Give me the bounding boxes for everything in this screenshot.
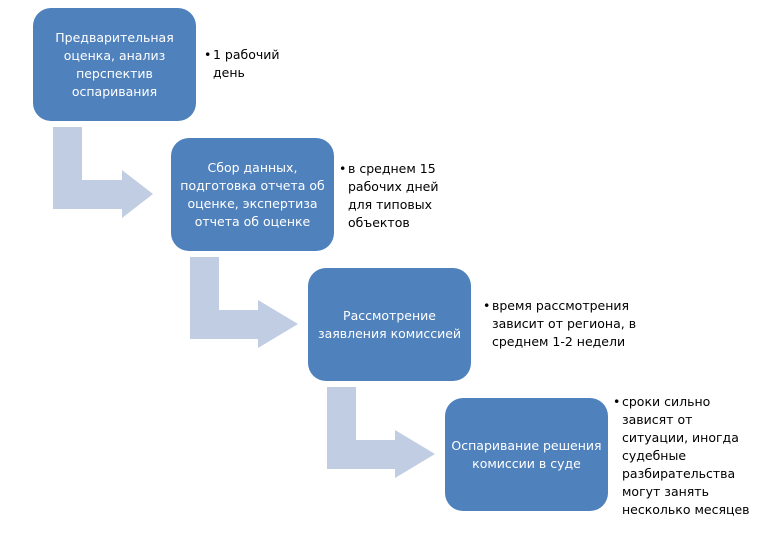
step-4-label: Оспаривание решения комиссии в суде <box>451 437 602 471</box>
step-3-box: Рассмотрение заявления комиссией <box>308 268 471 381</box>
step-4-note-text: сроки сильно зависят от ситуации, иногда… <box>622 394 750 517</box>
step-4-note: • сроки сильно зависят от ситуации, иног… <box>613 393 761 519</box>
bent-arrow-2-to-3 <box>190 257 298 348</box>
step-1-label: Предварительная оценка, анализ перспекти… <box>55 29 174 99</box>
bent-arrow-1-to-2 <box>53 127 153 218</box>
step-3-note-text: время рассмотрения зависит от региона, в… <box>492 298 637 349</box>
step-3-note: • время рассмотрения зависит от региона,… <box>483 297 652 351</box>
step-2-note: • в среднем 15 рабочих дней для типовых … <box>339 160 458 232</box>
step-3-label: Рассмотрение заявления комиссией <box>317 307 462 341</box>
step-2-note-text: в среднем 15 рабочих дней для типовых об… <box>348 161 439 230</box>
step-1-note-text: 1 рабочий день <box>213 47 280 80</box>
bullet-icon: • <box>339 161 347 176</box>
step-1-box: Предварительная оценка, анализ перспекти… <box>33 8 196 121</box>
bullet-icon: • <box>483 298 491 313</box>
bent-arrow-3-to-4 <box>327 387 435 478</box>
step-1-note: • 1 рабочий день <box>204 46 293 82</box>
bullet-icon: • <box>204 47 212 62</box>
bullet-icon: • <box>613 394 621 409</box>
step-2-box: Сбор данных, подготовка отчета об оценке… <box>171 138 334 251</box>
step-4-box: Оспаривание решения комиссии в суде <box>445 398 608 511</box>
step-2-label: Сбор данных, подготовка отчета об оценке… <box>180 159 325 229</box>
